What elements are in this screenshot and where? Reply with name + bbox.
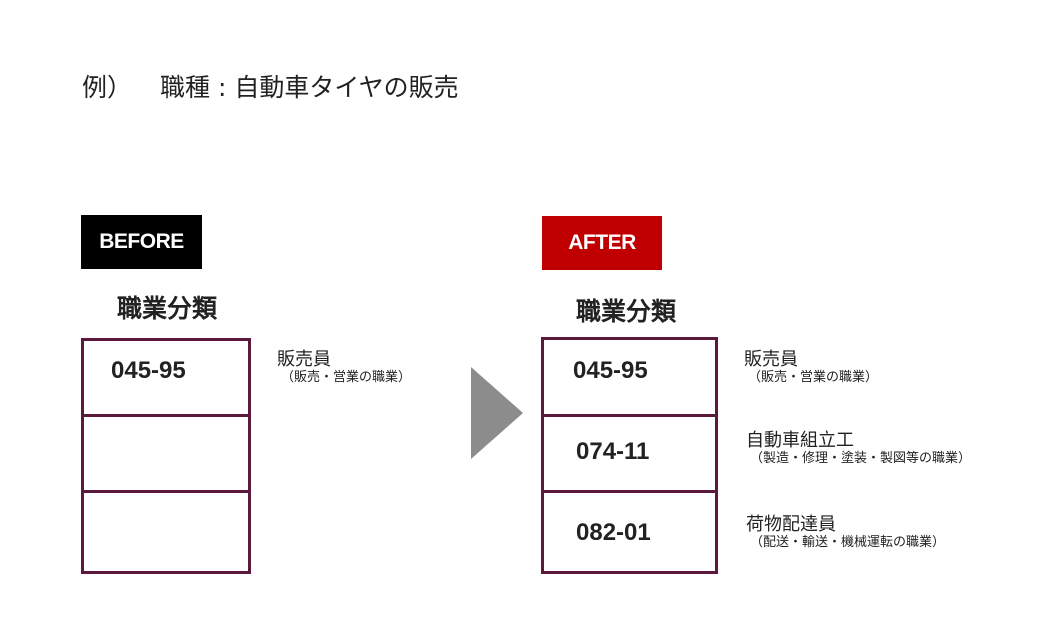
after-badge: AFTER [542,216,662,270]
after-desc-1: 販売員 （販売・営業の職業） [744,350,878,386]
after-code-box-1 [541,337,718,417]
play-arrow-icon [471,367,523,459]
example-job-title: 職種 : 自動車タイヤの販売 [160,73,459,102]
example-prefix: 例） [82,73,133,102]
after-heading: 職業分類 [576,297,677,326]
before-badge: BEFORE [81,215,202,269]
after-code-2: 074-11 [576,438,650,465]
after-desc-1-detail: （販売・営業の職業） [748,370,879,385]
after-desc-1-name: 販売員 [744,349,798,370]
after-desc-2-detail: （製造・修理・塗装・製図等の職業） [750,451,972,466]
after-code-1: 045-95 [573,357,648,384]
after-desc-3-detail: （配送・輸送・機械運転の職業） [750,535,946,550]
before-desc-1-detail: （販売・営業の職業） [281,370,412,385]
before-code-box-3 [81,490,251,574]
example-title: 例） 職種 : 自動車タイヤの販売 [82,68,459,104]
after-desc-2: 自動車組立工 （製造・修理・塗装・製図等の職業） [746,431,971,467]
after-code-3: 082-01 [576,519,651,546]
after-code-box-3 [541,490,718,574]
after-desc-3-name: 荷物配達員 [746,514,836,535]
after-desc-3: 荷物配達員 （配送・輸送・機械運転の職業） [746,515,945,551]
after-desc-2-name: 自動車組立工 [746,430,854,451]
before-code-1: 045-95 [111,357,186,384]
before-desc-1: 販売員 （販売・営業の職業） [277,350,411,386]
before-code-box-2 [81,414,251,493]
before-desc-1-name: 販売員 [277,349,331,370]
before-heading: 職業分類 [117,294,218,323]
